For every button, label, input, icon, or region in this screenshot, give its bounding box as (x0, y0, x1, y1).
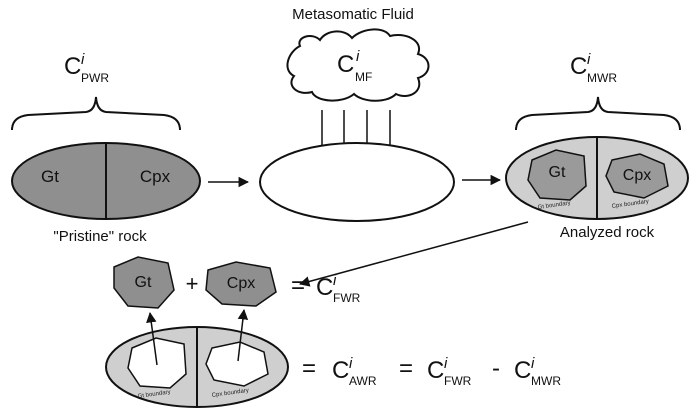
fwr-equals-2: = (399, 355, 413, 382)
plus-sign: + (186, 271, 199, 296)
c-mwr-subscript: MWR (587, 71, 617, 85)
pristine-rock: Gt Cpx (12, 143, 200, 219)
pristine-cpx-label: Cpx (140, 167, 171, 186)
c-mwr-superscript: i (587, 51, 591, 68)
minus-sign: - (492, 355, 500, 382)
c-pwr-symbol: C (64, 53, 81, 80)
residual-rock: Gt boundary Cpx boundary (106, 327, 288, 407)
c-pwr-subscript: PWR (81, 71, 109, 85)
c-fwr2-symbol: C (427, 357, 444, 384)
c-mf-symbol: C (337, 51, 354, 78)
c-awr-symbol: C (332, 357, 349, 384)
pristine-formula: C i PWR (64, 51, 109, 85)
pristine-gt-label: Gt (41, 167, 59, 186)
c-mwr2-symbol: C (514, 357, 531, 384)
fwr-equals: = (291, 272, 305, 299)
c-fwr-subscript: FWR (333, 291, 361, 305)
awr-equation: = C i AWR = C i FWR - C i MWR (302, 355, 561, 388)
c-mwr2-subscript: MWR (531, 374, 561, 388)
c-fwr-symbol: C (316, 274, 333, 301)
awr-equals: = (302, 355, 316, 382)
c-mwr2-superscript: i (531, 355, 535, 372)
analyzed-rock: Gt Cpx Gt boundary Cpx boundary (506, 137, 688, 219)
analyzed-gt-label: Gt (549, 164, 566, 181)
c-fwr2-superscript: i (444, 355, 448, 372)
c-pwr-superscript: i (81, 51, 85, 68)
pristine-rock-caption: "Pristine" rock (53, 228, 147, 245)
analyzed-brace (516, 97, 680, 130)
c-mf-subscript: MF (355, 70, 372, 84)
c-fwr2-subscript: FWR (444, 374, 472, 388)
fluid-caption: Metasomatic Fluid (292, 6, 414, 23)
analyzed-cpx-label: Cpx (623, 167, 651, 184)
c-awr-superscript: i (349, 355, 353, 372)
analyzed-formula: C i MWR (570, 51, 617, 85)
c-mwr-symbol: C (570, 53, 587, 80)
c-awr-subscript: AWR (349, 374, 377, 388)
fluid-cloud (287, 29, 428, 100)
analyzed-rock-caption: Analyzed rock (560, 224, 655, 241)
pristine-brace (12, 97, 180, 130)
reacting-rock-ellipse (260, 143, 454, 221)
separated-cpx-label: Cpx (227, 275, 255, 292)
separated-gt-label: Gt (135, 274, 152, 291)
fwr-formula: = C i FWR (291, 272, 361, 305)
